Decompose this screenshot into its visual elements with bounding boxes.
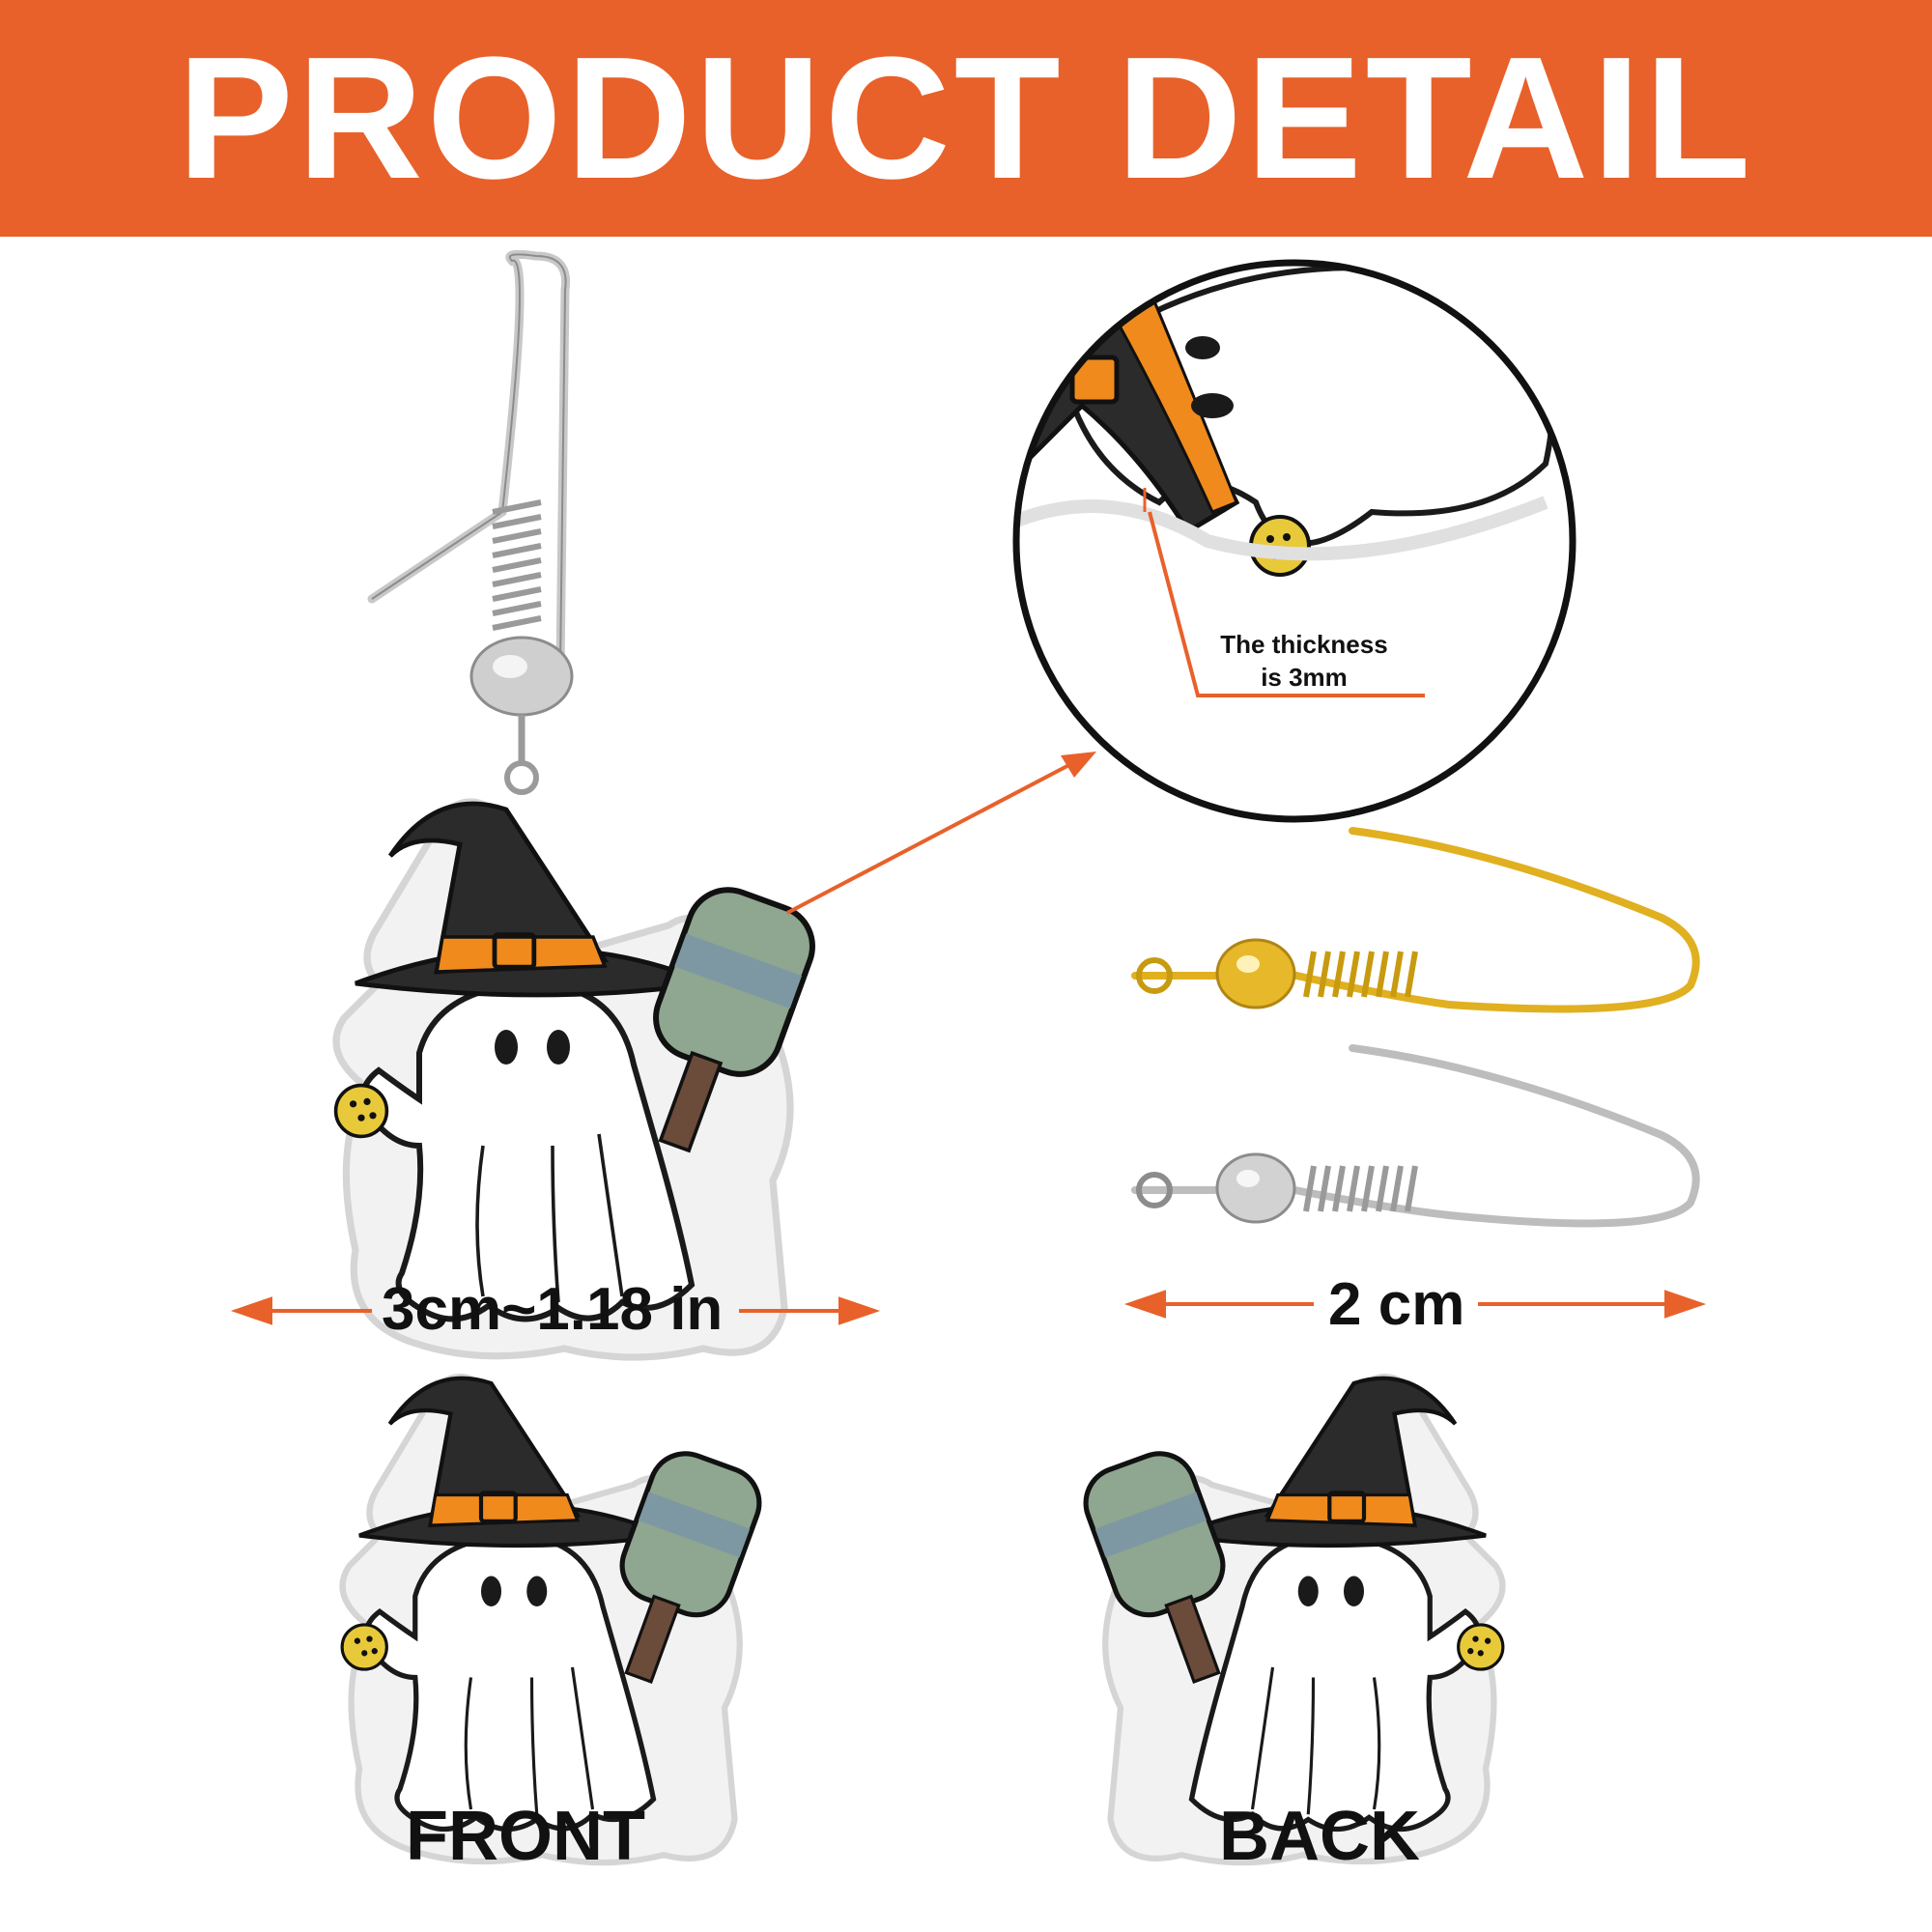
page-title: PRODUCT DETAIL xyxy=(177,21,1755,215)
header-banner: PRODUCT DETAIL xyxy=(0,0,1932,237)
back-label: BACK xyxy=(1219,1798,1420,1875)
silver-hook xyxy=(1131,1044,1700,1228)
thickness-note: The thickness is 3mm xyxy=(1220,630,1388,692)
back-charm xyxy=(1076,1377,1503,1862)
zoom-arrow xyxy=(786,752,1096,915)
width-label: 3cm~1.18 in xyxy=(382,1276,724,1343)
hook-width-label: 2 cm xyxy=(1328,1271,1465,1338)
width-dimension-arrow xyxy=(230,1296,881,1325)
thickness-zoom-circle xyxy=(1012,259,1577,823)
front-charm xyxy=(342,1377,769,1862)
earring-charm-main xyxy=(336,802,824,1357)
silver-earring-hook xyxy=(367,249,574,795)
front-label: FRONT xyxy=(406,1798,645,1875)
hook-dimension-arrow xyxy=(1123,1290,1707,1319)
gold-hook xyxy=(1131,827,1700,1013)
